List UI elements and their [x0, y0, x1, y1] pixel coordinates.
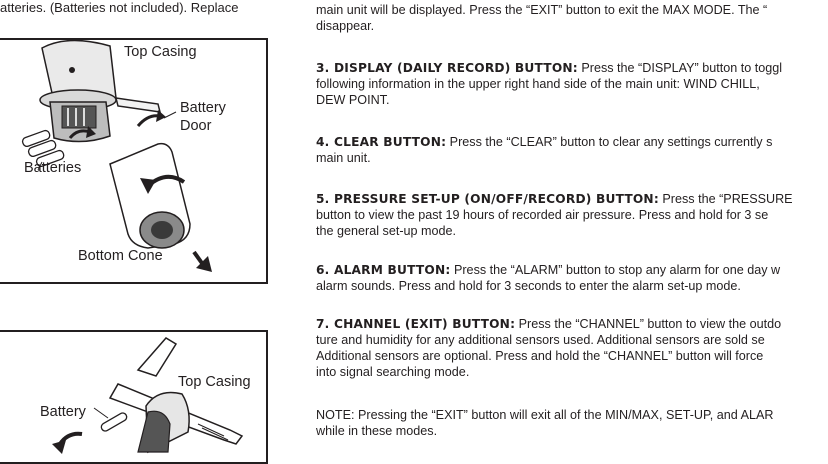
clear-button-line-2: main unit.	[316, 151, 371, 165]
intro-paragraph: main unit will be displayed. Press the “…	[316, 2, 767, 34]
channel-button-heading: 7. CHANNEL (EXIT) BUTTON:	[316, 317, 516, 331]
channel-button-text: Press the “CHANNEL” button to view the o…	[515, 317, 782, 331]
display-button-line-2: following information in the upper right…	[316, 77, 760, 91]
battery-label: Battery	[40, 404, 86, 420]
channel-button-line-4: into signal searching mode.	[316, 365, 470, 379]
left-top-text-fragment: atteries. (Batteries not included). Repl…	[0, 0, 239, 15]
batteries-label: Batteries	[24, 160, 82, 176]
battery-door-label-line1: Battery	[180, 100, 226, 116]
pressure-button-heading: 5. PRESSURE SET-UP (ON/OFF/RECORD) BUTTO…	[316, 192, 659, 206]
pressure-button-item: 5. PRESSURE SET-UP (ON/OFF/RECORD) BUTTO…	[316, 191, 793, 239]
channel-button-item: 7. CHANNEL (EXIT) BUTTON: Press the “CHA…	[316, 316, 781, 380]
pressure-button-line-3: the general set-up mode.	[316, 224, 457, 238]
alarm-button-heading: 6. ALARM BUTTON:	[316, 263, 451, 277]
sensor-exploded-diagram	[21, 40, 212, 272]
clear-button-text: Press the “CLEAR” button to clear any se…	[446, 135, 773, 149]
channel-button-line-2: ture and humidity for any additional sen…	[316, 333, 765, 347]
alarm-button-item: 6. ALARM BUTTON: Press the “ALARM” butto…	[316, 262, 780, 294]
display-button-item: 3. DISPLAY (DAILY RECORD) BUTTON: Press …	[316, 60, 782, 108]
pressure-button-text: Press the “PRESSURE	[658, 192, 793, 206]
top-casing-label-2: Top Casing	[178, 374, 251, 390]
note-line-1: NOTE: Pressing the “EXIT” button will ex…	[316, 408, 774, 422]
clear-button-item: 4. CLEAR BUTTON: Press the “CLEAR” butto…	[316, 134, 772, 166]
clear-button-heading: 4. CLEAR BUTTON:	[316, 135, 447, 149]
battery-door-label-line2: Door	[180, 118, 212, 134]
intro-line-1: main unit will be displayed. Press the “…	[316, 3, 768, 17]
intro-line-2: disappear.	[316, 19, 375, 33]
note-paragraph: NOTE: Pressing the “EXIT” button will ex…	[316, 407, 774, 439]
top-casing-label: Top Casing	[124, 44, 197, 60]
display-button-line-3: DEW POINT.	[316, 93, 390, 107]
bottom-cone-label: Bottom Cone	[78, 248, 163, 264]
display-button-text: Press the “DISPLAY” button to toggl	[577, 61, 783, 75]
channel-button-line-3: Additional sensors are optional. Press a…	[316, 349, 764, 363]
alarm-button-text: Press the “ALARM” button to stop any ala…	[450, 263, 781, 277]
alarm-button-line-2: alarm sounds. Press and hold for 3 secon…	[316, 279, 741, 293]
display-button-heading: 3. DISPLAY (DAILY RECORD) BUTTON:	[316, 61, 578, 75]
pressure-button-line-2: button to view the past 19 hours of reco…	[316, 208, 769, 222]
sensor-side-diagram	[52, 337, 244, 454]
battery-installation-figure: Top Casing Battery Door Batteries Bottom…	[0, 38, 268, 284]
note-line-2: while in these modes.	[316, 424, 438, 438]
